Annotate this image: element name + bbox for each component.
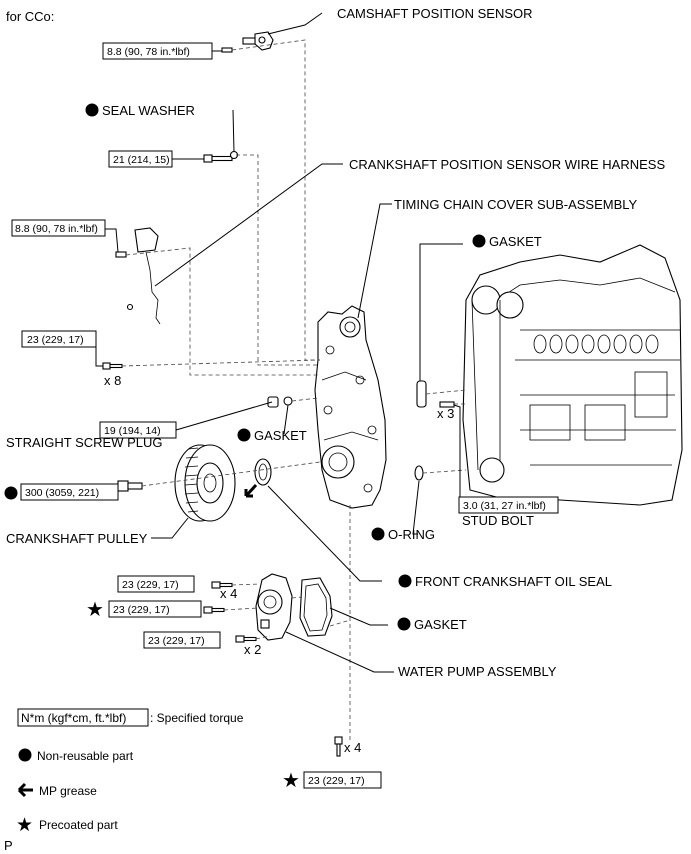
label-o-ring: O-RING — [388, 527, 435, 542]
torque-pulley-bolt: 300 (3059, 221) — [25, 487, 99, 499]
qty-stud-bolts: x 3 — [437, 406, 454, 421]
engine-gasket-illustration — [416, 380, 455, 408]
qty-cover-bolts: x 8 — [104, 373, 121, 388]
precoated-star-icon: ★ — [86, 597, 104, 621]
cover-bolt-illustration — [102, 362, 123, 370]
legend-torque-box — [17, 708, 149, 727]
front-oil-seal-illustration — [244, 458, 272, 498]
legend-torque-units: N*m (kgf*cm, ft.*lbf) — [21, 711, 126, 725]
torque-box-seal-washer — [108, 150, 173, 168]
torque-pump-b: 23 (229, 17) — [113, 604, 170, 616]
seal-washer-bolt-illustration — [203, 150, 239, 163]
label-seal-washer: SEAL WASHER — [102, 103, 195, 118]
screw-plug-illustration — [267, 396, 293, 408]
torque-bottom-bolts: 23 (229, 17) — [308, 775, 365, 787]
legend-torque-desc: : Specified torque — [150, 711, 244, 725]
non-reusable-icon — [4, 486, 18, 500]
mp-grease-arrow-icon — [17, 782, 33, 798]
torque-box-wire-harness — [11, 219, 106, 237]
label-water-pump-assembly: WATER PUMP ASSEMBLY — [398, 664, 557, 679]
non-reusable-icon — [398, 574, 412, 588]
legend-precoated: Precoated part — [39, 818, 118, 832]
torque-box-pump-a — [117, 575, 195, 593]
label-crankshaft-position-sensor-wire-harness: CRANKSHAFT POSITION SENSOR WIRE HARNESS — [349, 157, 665, 172]
non-reusable-icon — [472, 234, 486, 248]
camshaft-position-sensor-illustration — [221, 31, 274, 53]
torque-box-bottom-bolts — [303, 771, 382, 789]
label-front-crankshaft-oil-seal: FRONT CRANKSHAFT OIL SEAL — [415, 574, 612, 589]
qty-pump-a: x 4 — [220, 586, 237, 601]
non-reusable-icon — [371, 527, 385, 541]
torque-camshaft-sensor: 8.8 (90, 78 in.*lbf) — [107, 46, 190, 58]
torque-box-pump-b — [108, 600, 202, 618]
header-title: for CCo: — [6, 9, 54, 24]
torque-pump-c: 23 (229, 17) — [148, 635, 205, 647]
legend-mp-grease: MP grease — [39, 784, 97, 798]
precoated-star-icon: ★ — [16, 814, 33, 836]
wire-harness-illustration — [115, 227, 161, 325]
non-reusable-icon — [397, 617, 411, 631]
non-reusable-icon — [85, 103, 99, 117]
torque-box-camshaft-sensor — [102, 42, 213, 60]
non-reusable-icon — [18, 748, 32, 762]
torque-cover-bolts: 23 (229, 17) — [27, 334, 84, 346]
qty-bottom-bolts: x 4 — [344, 740, 361, 755]
footer-code: P — [4, 838, 13, 853]
leader-lines — [95, 12, 463, 673]
torque-wire-harness: 8.8 (90, 78 in.*lbf) — [15, 223, 98, 235]
water-pump-illustration — [203, 573, 333, 643]
torque-pump-a: 23 (229, 17) — [122, 579, 179, 591]
timing-chain-cover-illustration — [314, 305, 387, 509]
legend: N*m (kgf*cm, ft.*lbf) : Specified torque… — [16, 708, 244, 836]
bottom-bolt-illustration — [334, 736, 343, 757]
torque-stud-bolt: 3.0 (31, 27 in.*lbf) — [463, 500, 546, 512]
torque-box-cover-bolts — [21, 330, 97, 348]
torque-box-pulley-bolt — [20, 483, 119, 501]
label-crankshaft-pulley: CRANKSHAFT PULLEY — [6, 531, 148, 546]
label-gasket-engine: GASKET — [489, 234, 542, 249]
qty-pump-c: x 2 — [244, 642, 261, 657]
label-straight-screw-plug: STRAIGHT SCREW PLUG — [6, 435, 163, 450]
label-camshaft-position-sensor: CAMSHAFT POSITION SENSOR — [337, 6, 533, 21]
torque-screw-plug: 19 (194, 14) — [104, 425, 161, 437]
label-timing-chain-cover: TIMING CHAIN COVER SUB-ASSEMBLY — [394, 197, 638, 212]
torque-box-stud-bolt — [458, 496, 559, 514]
torque-box-pump-c — [143, 631, 221, 649]
torque-box-screw-plug — [99, 421, 177, 439]
assembly-dashed-lines — [121, 39, 467, 740]
label-gasket-water-pump: GASKET — [414, 617, 467, 632]
label-stud-bolt: STUD BOLT — [462, 513, 534, 528]
non-reusable-icon — [237, 428, 251, 442]
precoated-star-icon: ★ — [282, 768, 300, 792]
torque-seal-washer: 21 (214, 15) — [113, 154, 170, 166]
legend-non-reusable: Non-reusable part — [37, 749, 134, 763]
o-ring-illustration — [414, 465, 424, 481]
engine-block-illustration — [462, 244, 683, 506]
crankshaft-pulley-illustration — [117, 444, 236, 522]
label-gasket-plug: GASKET — [254, 428, 307, 443]
